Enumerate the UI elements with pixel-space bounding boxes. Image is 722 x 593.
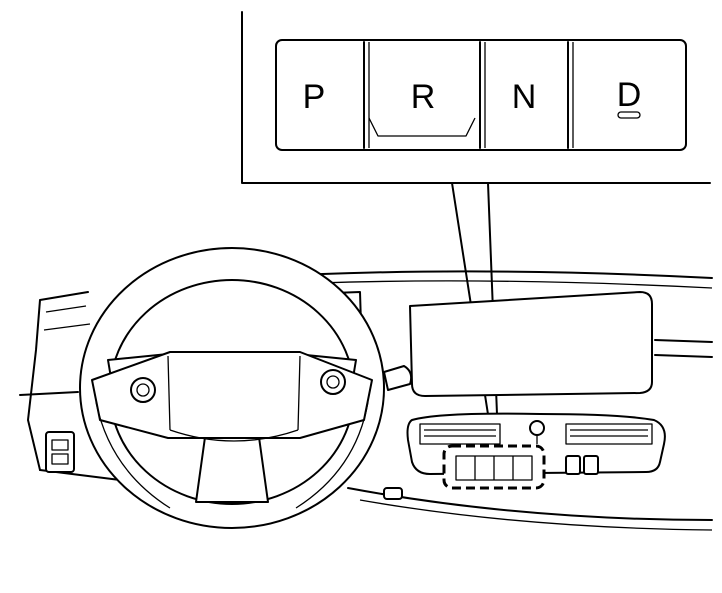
gear-label-n: N xyxy=(512,78,537,116)
wiper-stalk xyxy=(383,365,413,391)
drive-indicator-light xyxy=(617,111,641,119)
gear-selector-location xyxy=(442,444,546,490)
gear-selector-zoom: P R N D xyxy=(275,39,687,151)
gear-label-r: R xyxy=(411,78,436,116)
gear-label-p: P xyxy=(303,78,326,116)
center-display xyxy=(409,291,653,397)
steering-wheel xyxy=(79,247,385,529)
gear-label-d: D xyxy=(617,76,642,114)
callout-frame xyxy=(241,11,711,184)
